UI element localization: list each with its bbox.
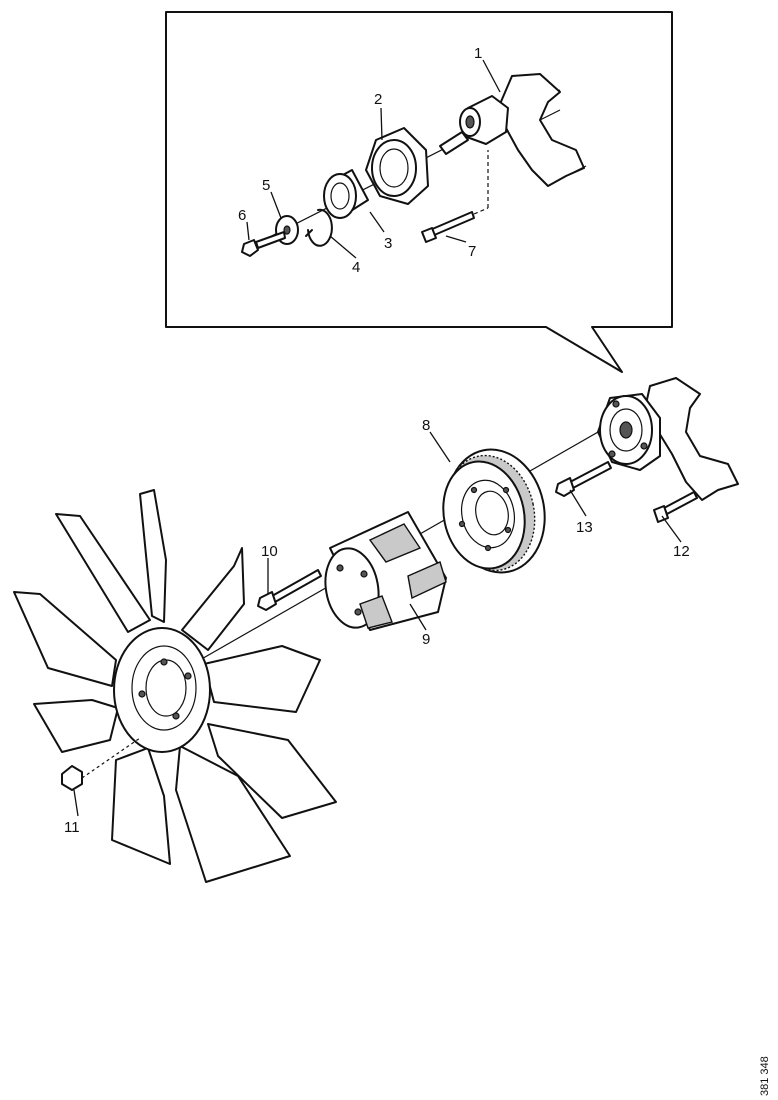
inset-bearing-housing — [365, 127, 429, 205]
fan-spacer — [324, 511, 447, 631]
inset-leader-lines — [246, 59, 501, 259]
callout-9: 9 — [422, 631, 430, 648]
bolt-11 — [61, 737, 141, 791]
callout-1: 1 — [474, 45, 482, 62]
bolt-12 — [653, 491, 698, 523]
callout-labels: 1 2 3 4 5 6 7 8 9 10 11 12 13 — [64, 45, 690, 836]
callout-3: 3 — [384, 235, 392, 252]
inset-mounting-bracket — [439, 73, 587, 187]
pulley — [442, 448, 546, 574]
callout-13: 13 — [576, 519, 593, 536]
inset-bearing — [323, 169, 369, 219]
callout-2: 2 — [374, 91, 382, 108]
main-leader-lines — [73, 431, 682, 817]
inset-bolt — [241, 231, 286, 257]
inset-circlip — [305, 208, 333, 247]
callout-6: 6 — [238, 207, 246, 224]
bolt-10 — [257, 569, 322, 611]
callout-11: 11 — [64, 819, 80, 836]
fan-assembly — [13, 489, 337, 883]
callout-12: 12 — [673, 543, 690, 560]
document-number: 381 348 — [759, 1056, 771, 1096]
callout-5: 5 — [262, 177, 270, 194]
mounting-bracket — [597, 377, 739, 501]
callout-8: 8 — [422, 417, 430, 434]
bolt-13 — [555, 461, 612, 497]
callout-7: 7 — [468, 243, 476, 260]
callout-4: 4 — [352, 259, 360, 276]
inset-long-bolt — [421, 150, 489, 243]
detail-inset — [165, 11, 673, 373]
callout-10: 10 — [261, 543, 278, 560]
